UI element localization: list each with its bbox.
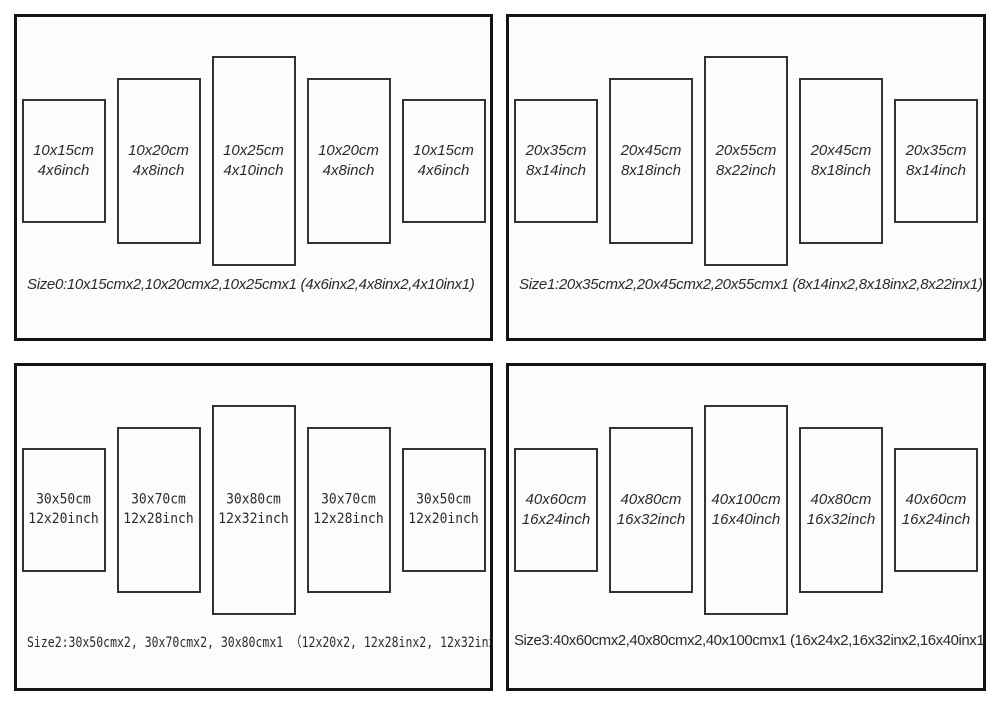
canvas-piece: 10x15cm 4x6inch [401, 99, 486, 223]
canvas-piece: 10x25cm 4x10inch [211, 56, 296, 266]
piece-size-cm: 20x35cm [905, 141, 967, 159]
piece-size-cm: 10x20cm [318, 141, 379, 159]
piece-label: 30x80cm 12x32inch [218, 490, 288, 529]
piece-label: 40x60cm 16x24inch [522, 490, 590, 531]
panel-caption: Size2:30x50cmx2, 30x70cmx2, 30x80cmx1 （1… [27, 633, 493, 651]
piece-size-inch: 4x8inch [322, 162, 375, 179]
piece-label: 30x50cm 12x20inch [28, 490, 98, 529]
piece-size-inch: 8x18inch [810, 162, 872, 179]
piece-size-inch: 12x28inch [313, 511, 384, 528]
piece-size-cm: 20x45cm [620, 141, 682, 159]
piece-size-inch: 16x24inch [901, 511, 971, 528]
canvas-piece: 40x80cm 16x32inch [609, 427, 693, 593]
piece-size-inch: 8x22inch [715, 162, 777, 179]
canvas-piece: 40x60cm 16x24inch [514, 448, 598, 572]
piece-label: 40x80cm 16x32inch [617, 490, 685, 531]
piece-label: 10x20cm 4x8inch [128, 141, 189, 182]
canvas-piece: 10x15cm 4x6inch [21, 99, 106, 223]
canvas-piece: 40x80cm 16x32inch [799, 427, 883, 593]
piece-size-cm: 10x25cm [223, 141, 284, 159]
piece-size-cm: 30x80cm [226, 491, 281, 508]
panel-size1: 20x35cm 8x14inch 20x45cm 8x18inch 20x55c… [506, 14, 986, 341]
pieces-row: 40x60cm 16x24inch 40x80cm 16x32inch 40x1… [509, 405, 983, 615]
piece-label: 40x80cm 16x32inch [807, 490, 875, 531]
panel-caption: Size0:10x15cmx2,10x20cmx2,10x25cmx1 (4x6… [27, 276, 475, 293]
piece-label: 10x15cm 4x6inch [33, 141, 94, 182]
piece-size-inch: 12x20inch [28, 511, 99, 528]
canvas-piece: 10x20cm 4x8inch [116, 78, 201, 244]
piece-size-inch: 4x6inch [417, 162, 470, 179]
piece-size-cm: 10x20cm [128, 141, 189, 159]
piece-size-inch: 8x14inch [525, 162, 587, 179]
piece-size-cm: 20x35cm [525, 141, 587, 159]
piece-size-cm: 10x15cm [33, 141, 94, 159]
piece-label: 20x45cm 8x18inch [621, 141, 682, 182]
piece-size-cm: 30x50cm [416, 491, 471, 508]
piece-label: 40x60cm 16x24inch [902, 490, 970, 531]
piece-label: 20x35cm 8x14inch [526, 141, 587, 182]
piece-label: 10x15cm 4x6inch [413, 141, 474, 182]
canvas-piece: 20x35cm 8x14inch [894, 99, 978, 223]
piece-size-cm: 40x100cm [711, 490, 781, 508]
piece-size-cm: 10x15cm [413, 141, 474, 159]
piece-size-cm: 30x70cm [131, 491, 186, 508]
piece-size-inch: 16x40inch [711, 511, 781, 528]
canvas-piece: 20x45cm 8x18inch [609, 78, 693, 244]
piece-size-inch: 12x28inch [123, 511, 194, 528]
piece-size-inch: 12x32inch [218, 511, 289, 528]
piece-size-cm: 20x45cm [810, 141, 872, 159]
canvas-piece: 30x50cm 12x20inch [21, 448, 106, 572]
canvas-piece: 30x80cm 12x32inch [211, 405, 296, 615]
canvas-piece: 40x100cm 16x40inch [704, 405, 788, 615]
pieces-row: 10x15cm 4x6inch 10x20cm 4x8inch 10x25cm … [17, 56, 490, 266]
piece-size-inch: 4x6inch [37, 162, 90, 179]
piece-label: 10x25cm 4x10inch [223, 141, 284, 182]
piece-size-inch: 16x24inch [521, 511, 591, 528]
piece-size-cm: 40x60cm [525, 490, 587, 508]
piece-size-cm: 20x55cm [715, 141, 777, 159]
panel-caption: Size1:20x35cmx2,20x45cmx2,20x55cmx1 (8x1… [519, 276, 983, 293]
piece-size-cm: 30x70cm [321, 491, 376, 508]
canvas-piece: 20x35cm 8x14inch [514, 99, 598, 223]
piece-size-cm: 40x80cm [810, 490, 872, 508]
panel-size0: 10x15cm 4x6inch 10x20cm 4x8inch 10x25cm … [14, 14, 493, 341]
canvas-piece: 30x70cm 12x28inch [116, 427, 201, 593]
piece-label: 30x70cm 12x28inch [313, 490, 383, 529]
piece-size-inch: 4x10inch [223, 162, 284, 179]
piece-label: 30x50cm 12x20inch [408, 490, 478, 529]
panel-size3: 40x60cm 16x24inch 40x80cm 16x32inch 40x1… [506, 363, 986, 691]
piece-label: 20x55cm 8x22inch [716, 141, 777, 182]
piece-size-inch: 4x8inch [132, 162, 185, 179]
piece-size-inch: 16x32inch [616, 511, 686, 528]
piece-label: 20x45cm 8x18inch [811, 141, 872, 182]
piece-size-cm: 30x50cm [36, 491, 91, 508]
canvas-piece: 10x20cm 4x8inch [306, 78, 391, 244]
piece-size-inch: 16x32inch [806, 511, 876, 528]
canvas-piece: 20x55cm 8x22inch [704, 56, 788, 266]
piece-label: 30x70cm 12x28inch [123, 490, 193, 529]
canvas-piece: 30x50cm 12x20inch [401, 448, 486, 572]
panel-caption: Size3:40x60cmx2,40x80cmx2,40x100cmx1 (16… [514, 632, 986, 649]
canvas-piece: 20x45cm 8x18inch [799, 78, 883, 244]
piece-label: 40x100cm 16x40inch [711, 490, 780, 531]
canvas-piece: 30x70cm 12x28inch [306, 427, 391, 593]
piece-label: 20x35cm 8x14inch [906, 141, 967, 182]
piece-size-inch: 12x20inch [408, 511, 479, 528]
piece-size-cm: 40x60cm [905, 490, 967, 508]
pieces-row: 30x50cm 12x20inch 30x70cm 12x28inch 30x8… [17, 405, 490, 615]
pieces-row: 20x35cm 8x14inch 20x45cm 8x18inch 20x55c… [509, 56, 983, 266]
canvas-piece: 40x60cm 16x24inch [894, 448, 978, 572]
piece-label: 10x20cm 4x8inch [318, 141, 379, 182]
piece-size-inch: 8x18inch [620, 162, 682, 179]
piece-size-inch: 8x14inch [905, 162, 967, 179]
panel-size2: 30x50cm 12x20inch 30x70cm 12x28inch 30x8… [14, 363, 493, 691]
piece-size-cm: 40x80cm [620, 490, 682, 508]
